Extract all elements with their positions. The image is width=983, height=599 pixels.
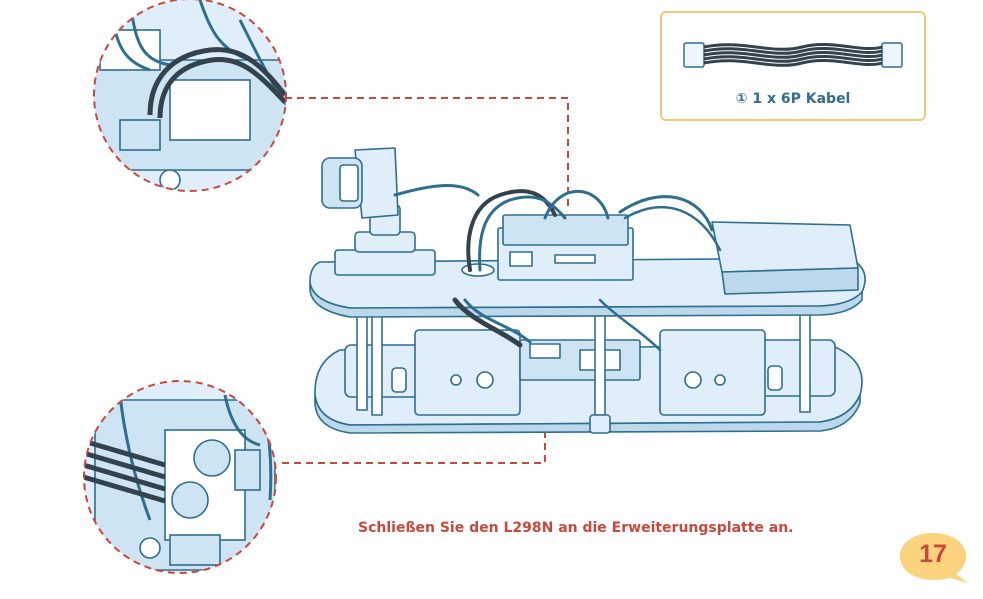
robot-wires	[393, 184, 722, 352]
6p-cable-icon	[683, 42, 903, 68]
zoom-detail-top	[93, 0, 287, 192]
part-label: ① 1 x 6P Kabel	[735, 91, 851, 107]
callout-leader-lines	[282, 97, 569, 464]
page-number-badge: 17	[896, 531, 972, 589]
speech-bubble-icon	[900, 533, 968, 583]
parts-list-box: ① 1 x 6P Kabel	[660, 11, 926, 121]
zoom-detail-bottom	[83, 380, 277, 574]
robot-chassis	[309, 147, 866, 434]
instruction-text: Schließen Sie den L298N an die Erweiteru…	[358, 520, 794, 536]
page-number: 17	[919, 540, 947, 568]
